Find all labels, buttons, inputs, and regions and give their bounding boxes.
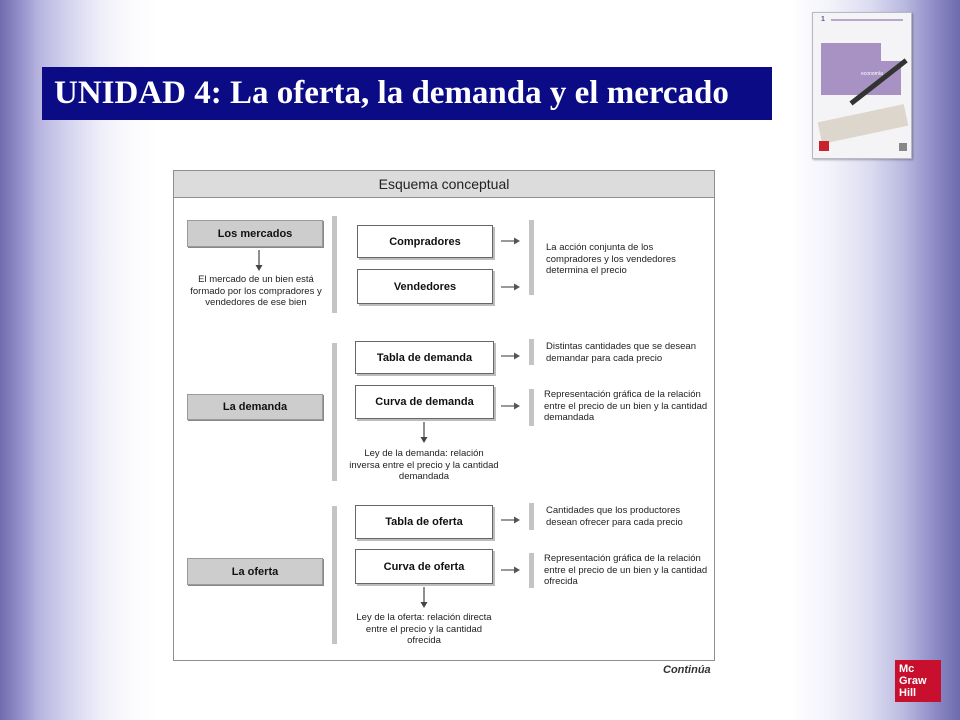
box-vendedores: Vendedores	[357, 269, 493, 304]
box-tabla-demanda: Tabla de demanda	[355, 341, 494, 374]
arrow-right-tabla-oferta	[501, 516, 520, 524]
book-ruler	[817, 104, 909, 144]
desc-curva-demanda: Representación gráfica de la relación en…	[544, 389, 708, 423]
slide-title: UNIDAD 4: La oferta, la demanda y el mer…	[42, 67, 772, 120]
concept-diagram: Esquema conceptual Los mercados El merca…	[173, 170, 715, 661]
box-curva-demanda: Curva de demanda	[355, 385, 494, 419]
bracket-curva-demanda	[529, 389, 534, 426]
box-compradores: Compradores	[357, 225, 493, 258]
bracket-mercados	[332, 216, 337, 313]
desc-tabla-oferta: Cantidades que los productores desean of…	[546, 505, 683, 528]
arrow-right-tabla-demanda	[501, 352, 520, 360]
logo-line-2: Graw	[899, 675, 927, 687]
book-top-line	[831, 19, 903, 21]
note-mercado: El mercado de un bien está formado por l…	[190, 274, 322, 308]
book-number: 1	[821, 16, 825, 23]
bracket-tabla-oferta	[529, 503, 534, 530]
book-publisher-mark	[819, 141, 829, 151]
arrow-down-oferta	[420, 587, 428, 608]
box-curva-oferta: Curva de oferta	[355, 549, 493, 584]
bracket-oferta	[332, 506, 337, 644]
arrow-right-compradores	[501, 237, 520, 245]
bracket-precio	[529, 220, 534, 295]
logo-line-1: Mc	[899, 663, 915, 675]
logo-line-3: Hill	[899, 687, 917, 699]
arrow-right-vendedores	[501, 283, 520, 291]
bracket-curva-oferta	[529, 553, 534, 588]
bracket-tabla-demanda	[529, 339, 534, 365]
arrow-down-mercados	[255, 250, 263, 271]
box-la-demanda: La demanda	[187, 394, 323, 420]
desc-tabla-demanda: Distintas cantidades que se desean deman…	[546, 341, 696, 364]
book-corner-mark	[899, 143, 907, 151]
mcgraw-hill-logo: Mc Graw Hill	[895, 660, 941, 702]
ley-demanda: Ley de la demanda: relación inversa entr…	[349, 448, 499, 482]
ley-oferta: Ley de la oferta: relación directa entre…	[356, 612, 492, 646]
desc-curva-oferta: Representación gráfica de la relación en…	[544, 553, 708, 587]
diagram-header: Esquema conceptual	[174, 171, 714, 198]
book-cover-image: 1 economía	[812, 12, 912, 159]
continua-label: Continúa	[663, 664, 711, 676]
bracket-demanda	[332, 343, 337, 481]
box-la-oferta: La oferta	[187, 558, 323, 585]
arrow-right-curva-oferta	[501, 566, 520, 574]
box-los-mercados: Los mercados	[187, 220, 323, 247]
arrow-right-curva-demanda	[501, 402, 520, 410]
arrow-down-demanda	[420, 422, 428, 443]
book-band-text: economía	[861, 71, 883, 77]
book-band-cut	[881, 43, 901, 61]
desc-accion-conjunta: La acción conjunta de los compradores y …	[546, 242, 676, 276]
box-tabla-oferta: Tabla de oferta	[355, 505, 493, 539]
